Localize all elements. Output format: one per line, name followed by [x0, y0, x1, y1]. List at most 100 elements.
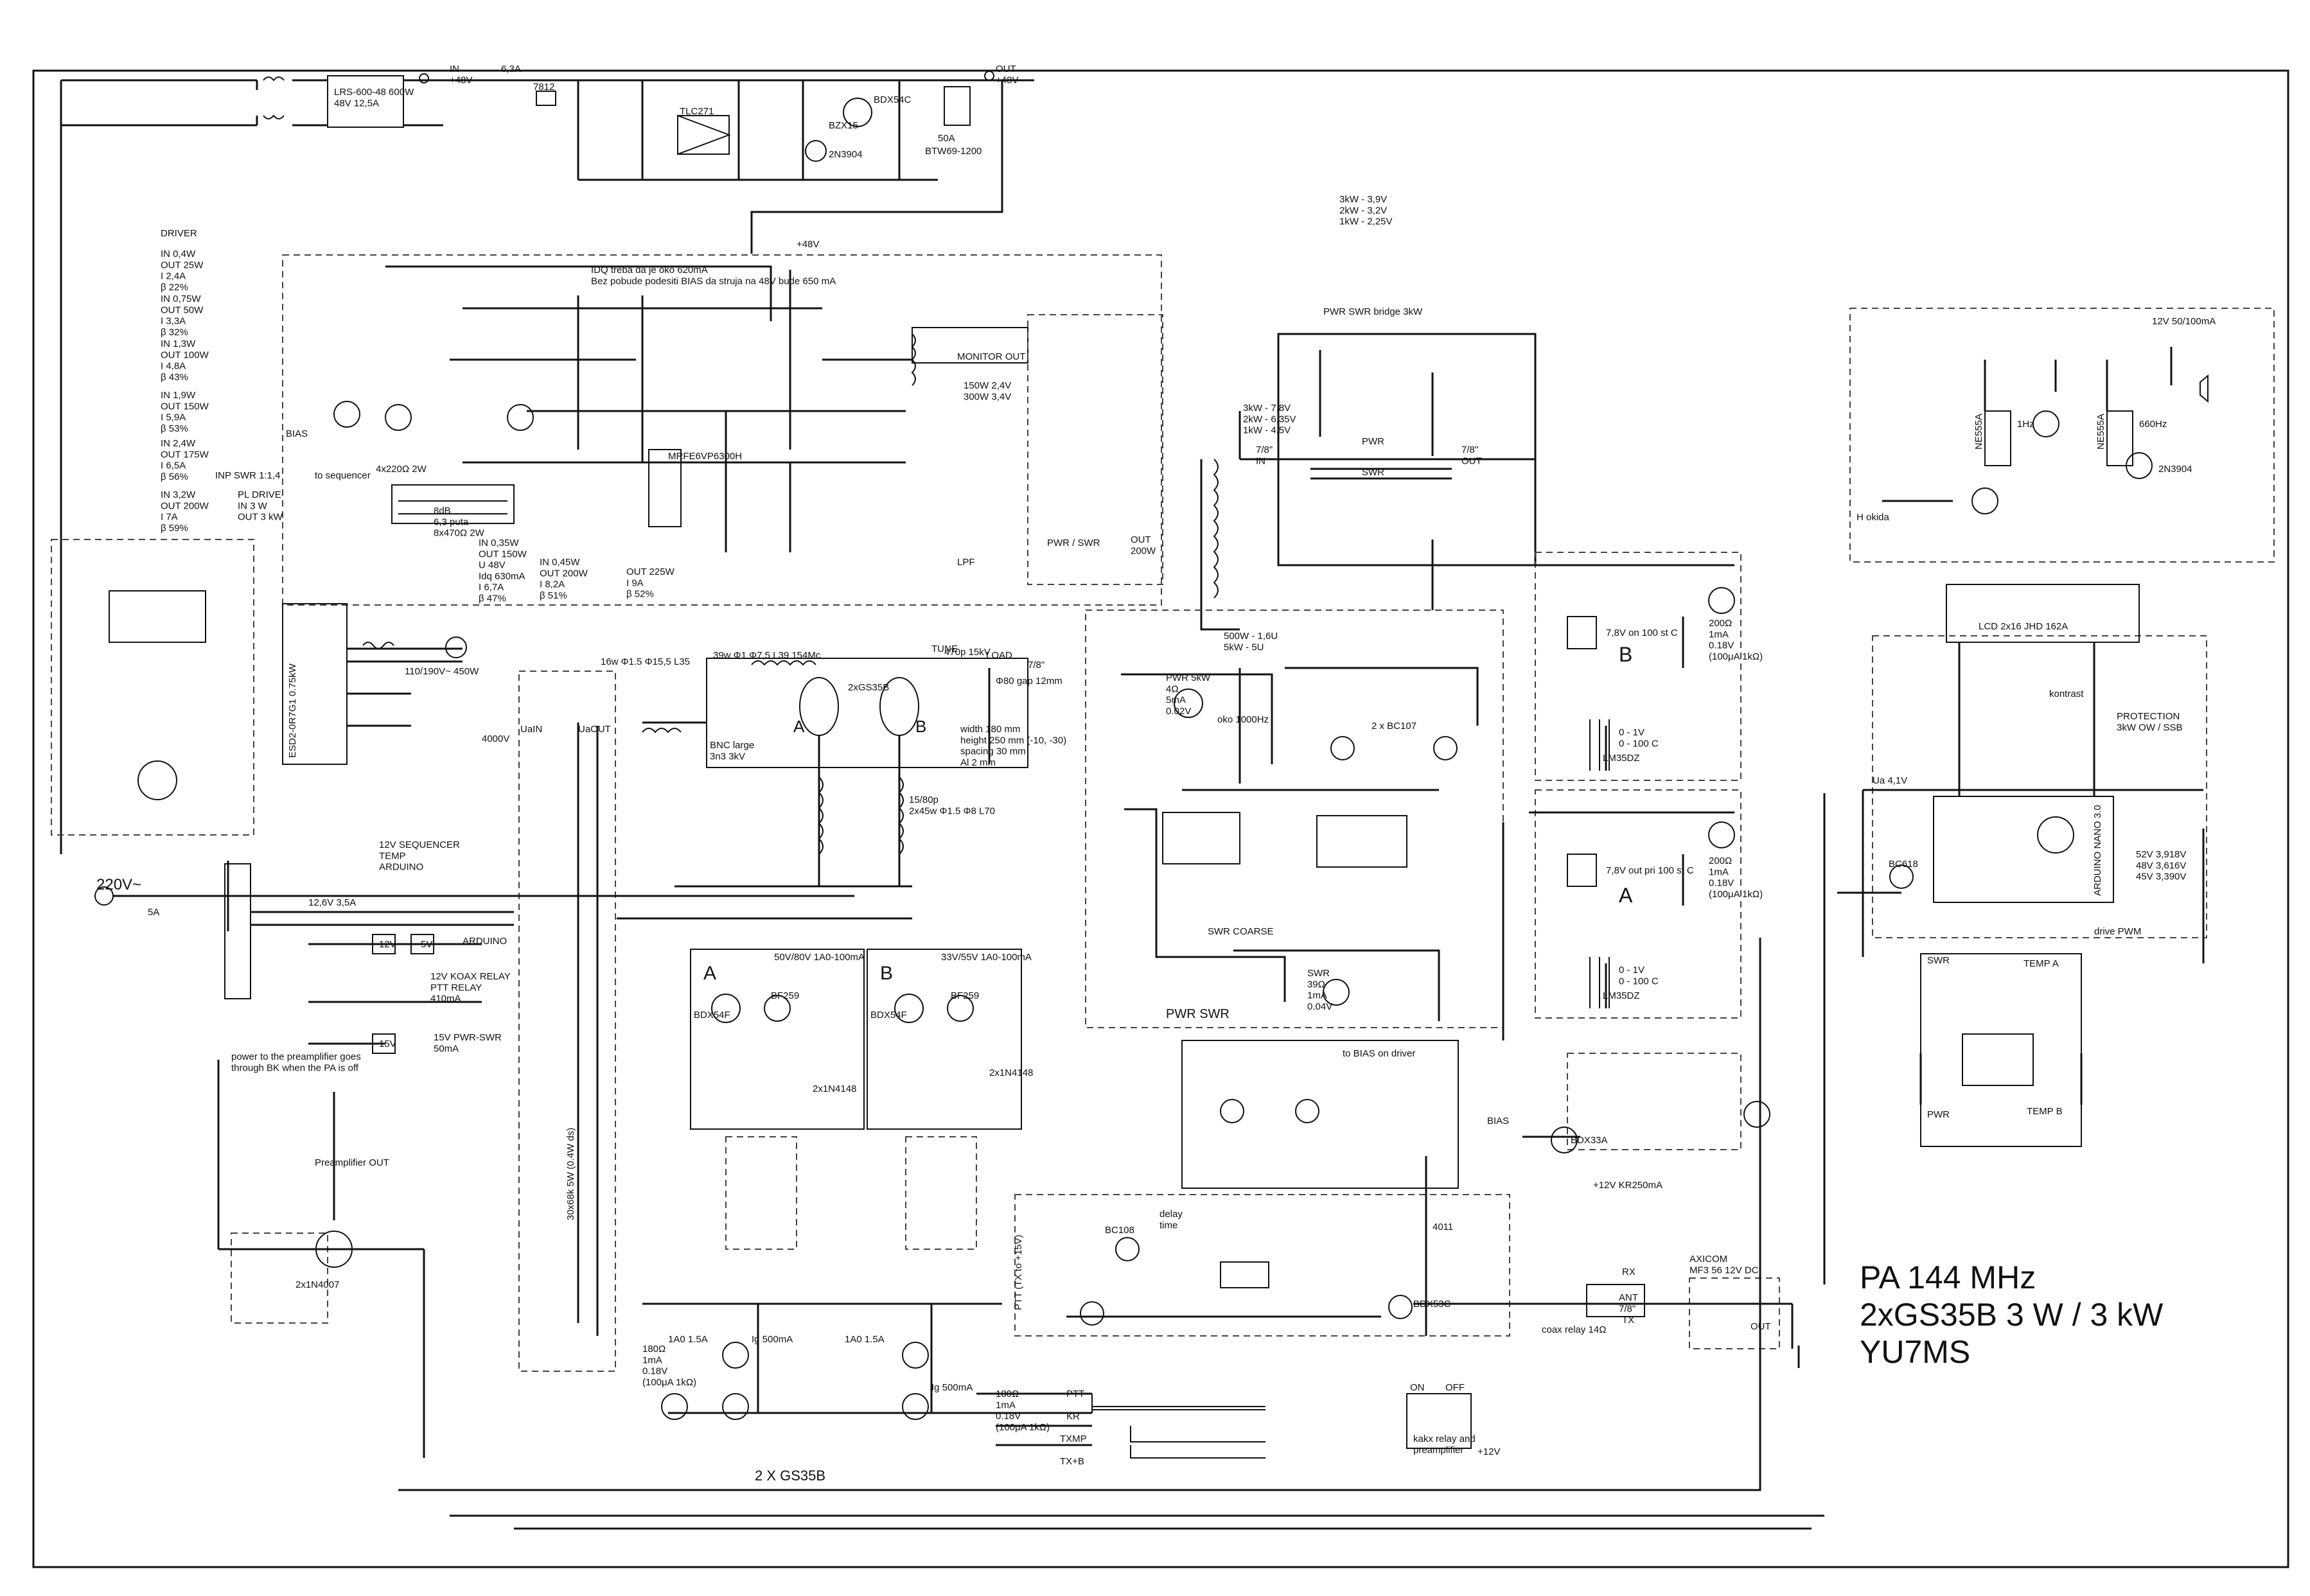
- sensor-b-letter: B: [1619, 643, 1632, 666]
- driver-box: [282, 254, 1162, 606]
- timer-2-label: NE555A: [2095, 414, 2106, 450]
- cavity-box: [706, 658, 1028, 768]
- screen-supply-b-box: [867, 949, 1022, 1130]
- filament-label: 12,6V 3,5A: [308, 897, 356, 908]
- comparator-2-box: [1316, 815, 1407, 868]
- arduino-wiring: [1823, 584, 2205, 1285]
- sensor-a-note: 7,8V out pri 100 st C: [1606, 865, 1694, 876]
- mrfe-label: MRFE6VP6300H: [668, 451, 742, 462]
- bc108-label: BC108: [1105, 1225, 1134, 1236]
- uaout-label: UaOUT: [578, 724, 611, 735]
- resistor-bank-label: 4x220Ω 2W: [376, 464, 427, 475]
- ig-meter-b: Ig 500mA: [931, 1382, 973, 1393]
- square-label: oko 1000Hz: [1217, 714, 1269, 725]
- coax-relay-label: coax relay 14Ω: [1542, 1324, 1606, 1335]
- ig-meter-a: Ig 500mA: [752, 1334, 793, 1345]
- bias-string-label: 30x68k 5W (0.4W ds): [565, 1128, 576, 1220]
- diode-label: 2x1N4007: [295, 1279, 339, 1290]
- psu-out-label: OUT+48V: [996, 64, 1018, 85]
- txb-label: TX+B: [1060, 1456, 1084, 1467]
- temp-b-pin: TEMP B: [2027, 1106, 2063, 1117]
- bdx33a-label: BDX33A: [1571, 1135, 1608, 1146]
- sheet-border: [32, 69, 2289, 1568]
- rx-label: RX: [1622, 1267, 1636, 1277]
- lcd-label: LCD 2x16 JHD 162A: [1979, 621, 2068, 632]
- btw69-label: BTW69-1200: [925, 146, 982, 157]
- axicom-box: [1689, 1277, 1780, 1349]
- swr-coarse-label: SWR COARSE: [1208, 926, 1274, 937]
- hv-label: 4000V: [482, 733, 509, 744]
- tube-b-label: B: [915, 717, 926, 736]
- out-line-label: 7/8": [1028, 660, 1045, 671]
- bdx54c-symbol: [843, 98, 872, 127]
- ac-out-label: 110/190V~ 450W: [405, 666, 479, 677]
- screen-wiring: [642, 994, 1002, 1420]
- regulator-label: 7812: [533, 82, 554, 92]
- screen-a-tr2: BF259: [771, 990, 799, 1001]
- ia-meter-a: 1A0 1.5A: [668, 1334, 708, 1345]
- opamp-label: TLC271: [680, 106, 714, 117]
- control-bias-label: BIAS: [1487, 1116, 1509, 1127]
- rail-5v-label: 5V: [421, 939, 432, 950]
- psu-in-label: IN+48V: [450, 64, 472, 85]
- tube-section: [518, 658, 1028, 1372]
- screen-b-title: B: [880, 963, 893, 984]
- control-out-label: OUT: [1750, 1321, 1771, 1332]
- bridge-in-label: 7/8"IN: [1256, 444, 1273, 466]
- bdx53c-label: BDX53C: [1413, 1299, 1451, 1310]
- screen-b-z: 33V/55V 1A0-100mA: [941, 952, 1032, 963]
- fuse-5a-label: 5A: [148, 907, 159, 918]
- 2n3904-symbol: [805, 140, 827, 162]
- swr-bridge-box: [1277, 333, 1537, 566]
- preamp-supply-box: [231, 1232, 328, 1324]
- psu-section: [60, 71, 1034, 854]
- fuse-50a-label: 50A: [938, 133, 955, 144]
- screen-a-tr1: BDX54F: [694, 1010, 730, 1021]
- ptt-label: PTT: [1066, 1389, 1084, 1399]
- coil-2-label: 39w Φ1 Φ7,5 L39 154Mc: [713, 650, 821, 661]
- sensor-a-letter: A: [1619, 884, 1633, 907]
- alarm-transistor-label: 2N3904: [2158, 464, 2192, 475]
- uain-label: UaIN: [520, 724, 542, 735]
- tubes-label: 2xGS35B: [848, 682, 889, 693]
- freq-2-label: 660Hz: [2139, 419, 2167, 430]
- title-block: PA 144 MHz 2xGS35B 3 W / 3 kW YU7MS: [1860, 1259, 2163, 1371]
- load-tube-label: Φ80 gap 12mm: [996, 676, 1062, 687]
- left-supply: [94, 590, 854, 1458]
- title-line-3: YU7MS: [1860, 1334, 1971, 1370]
- driver-swr-label: PWR / SWR: [1047, 538, 1100, 548]
- rail-15v-label: 15V: [379, 1039, 396, 1049]
- hv-bias-box: [518, 671, 616, 1372]
- 2n3904-label: 2N3904: [829, 149, 863, 160]
- title-line-2: 2xGS35B 3 W / 3 kW: [1860, 1297, 2164, 1333]
- tune-label: TUNE: [931, 644, 958, 654]
- screen-supply-a-box: [690, 949, 865, 1130]
- ptt-note: PTT (TX to +15V): [1013, 1234, 1024, 1310]
